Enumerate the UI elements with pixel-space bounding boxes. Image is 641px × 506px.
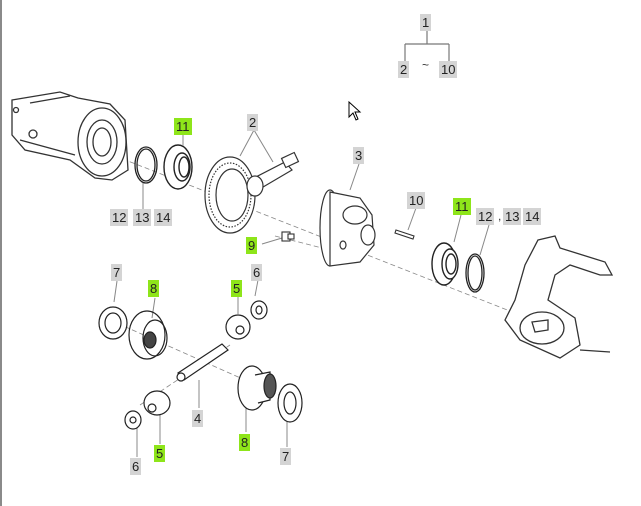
callout-6-bottom[interactable]: 6 [130, 458, 142, 475]
side-gear-top [128, 310, 168, 360]
callout-6-top[interactable]: 6 [251, 264, 263, 281]
callout-separator-comma: , [498, 209, 502, 223]
ring-gear-and-pinion [204, 151, 300, 234]
callout-7-top[interactable]: 7 [111, 264, 123, 281]
callout-5-bottom[interactable]: 5 [154, 445, 166, 462]
leader-lines [113, 129, 490, 457]
cross-shaft [176, 343, 229, 382]
side-gear-bottom [237, 365, 277, 411]
pinion-washer-bottom [143, 390, 171, 416]
left-bearing [163, 144, 193, 190]
callout-11-left[interactable]: 11 [174, 118, 192, 135]
callout-12-right[interactable]: 12 [476, 208, 495, 225]
callout-2[interactable]: 2 [247, 114, 259, 131]
small-washer-top [250, 300, 268, 320]
legend-range-start: 2 [398, 61, 410, 78]
left-o-ring [134, 146, 158, 184]
thrust-washer-top-left [98, 306, 128, 340]
pinion-washer-top [225, 314, 251, 340]
callout-4[interactable]: 4 [192, 410, 204, 427]
mouse-cursor-icon [348, 100, 362, 121]
thrust-washer-bottom-right [277, 383, 303, 423]
callout-9[interactable]: 9 [246, 237, 258, 254]
callout-13-left[interactable]: 13 [133, 209, 152, 226]
callout-8-bottom[interactable]: 8 [239, 434, 251, 451]
axis-lines [99, 149, 521, 406]
left-border [0, 0, 2, 506]
right-axle-housing [504, 235, 614, 359]
callout-7-bottom[interactable]: 7 [280, 448, 292, 465]
right-o-ring [465, 253, 485, 293]
right-bearing [431, 242, 459, 286]
callout-12-left[interactable]: 12 [110, 209, 129, 226]
differential-case [319, 189, 376, 267]
pin [394, 229, 415, 240]
callout-5-top[interactable]: 5 [231, 280, 243, 297]
callout-11-right[interactable]: 11 [453, 198, 471, 215]
legend-tree-lines [404, 30, 450, 62]
callout-13-right[interactable]: 13 [503, 208, 522, 225]
callout-3[interactable]: 3 [353, 147, 365, 164]
legend-range-end: 10 [439, 61, 458, 78]
legend-top-number: 1 [420, 14, 432, 31]
callout-14-right[interactable]: 14 [523, 208, 542, 225]
callout-10[interactable]: 10 [407, 192, 426, 209]
small-washer-bottom [124, 410, 142, 430]
bolt [281, 231, 295, 242]
callout-14-left[interactable]: 14 [154, 209, 173, 226]
legend-range-separator: ~ [422, 58, 430, 72]
callout-8-top[interactable]: 8 [148, 280, 160, 297]
left-axle-housing [11, 91, 129, 181]
